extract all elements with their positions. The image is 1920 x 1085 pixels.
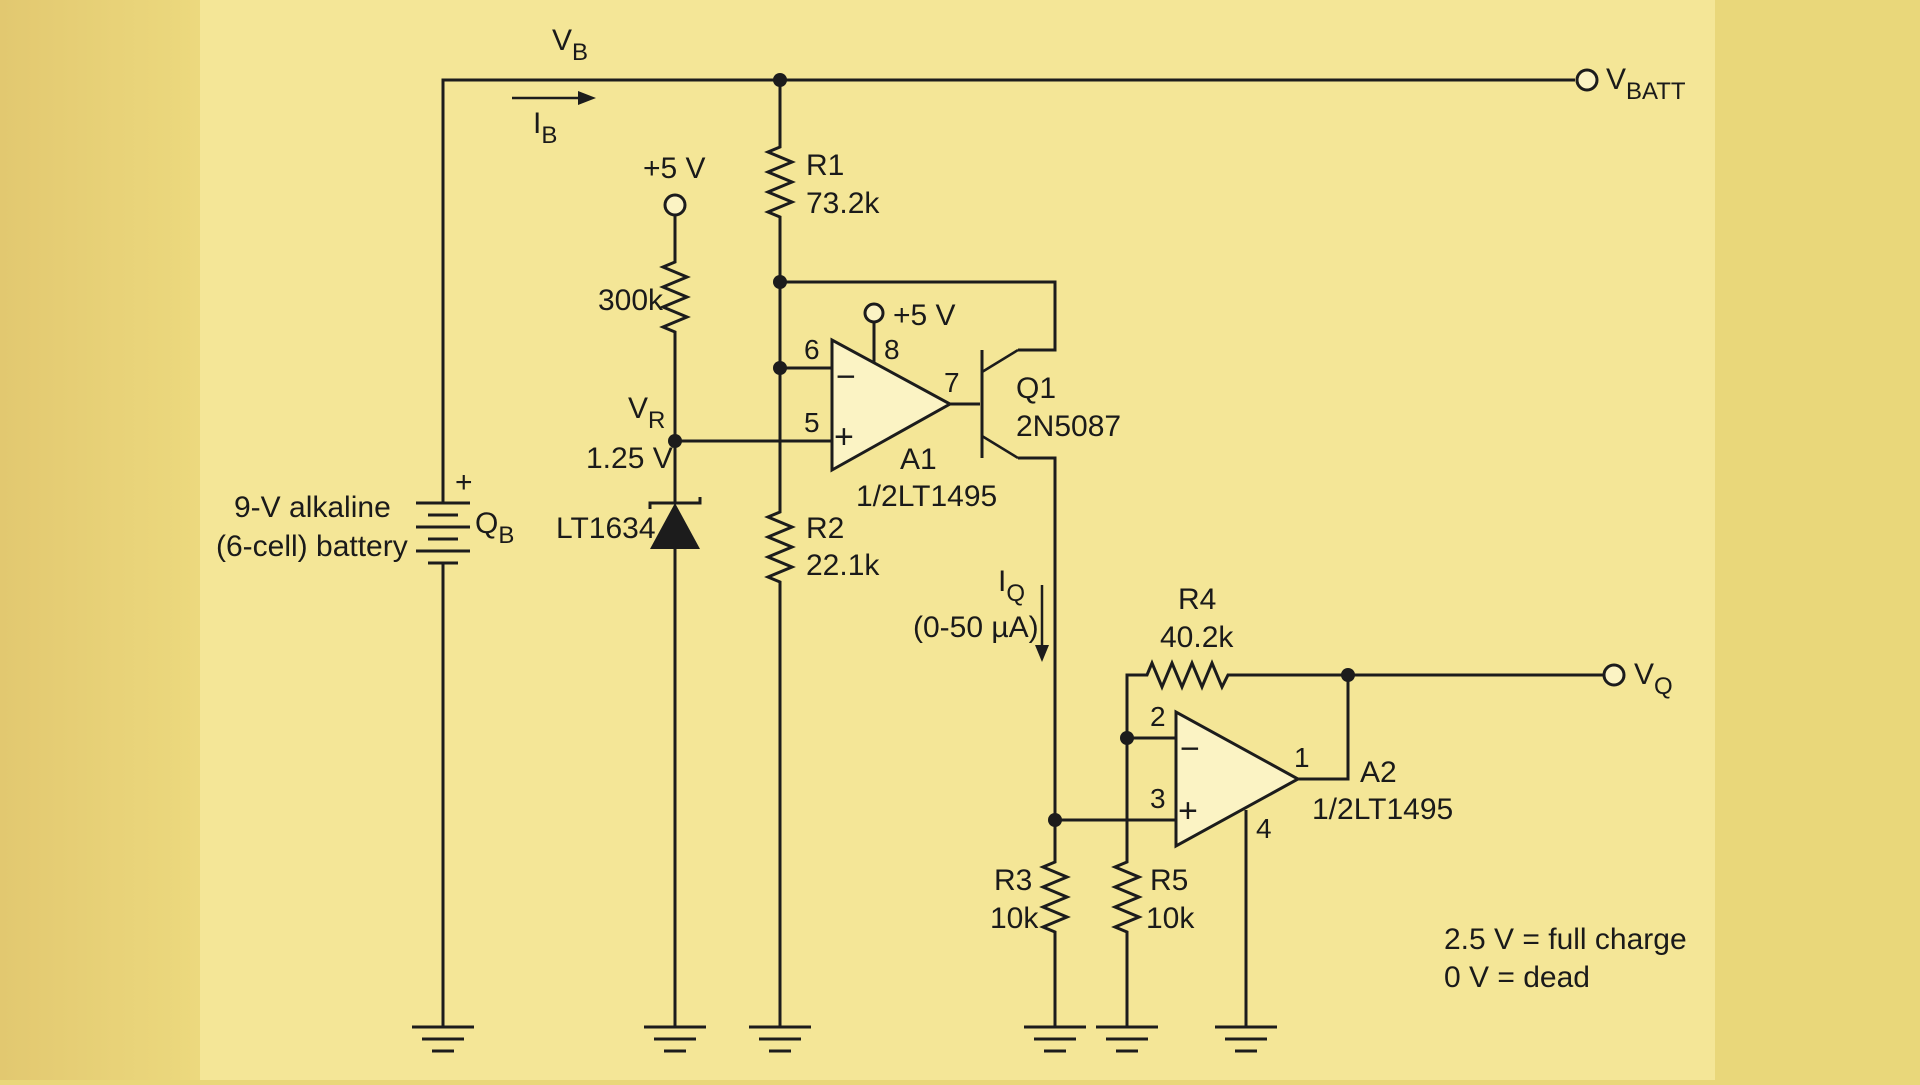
a1-plus-symbol: + [834, 418, 854, 456]
ground-r5 [1096, 1025, 1158, 1053]
left-margin [0, 0, 200, 1080]
junctions [668, 73, 1355, 827]
a2-part: 1/2LT1495 [1312, 793, 1453, 826]
note-full-charge: 2.5 V = full charge [1444, 923, 1687, 956]
a1-pin8: 8 [884, 334, 900, 365]
r300k-resistor [659, 255, 691, 335]
battery-plus-sign: + [455, 466, 473, 499]
a1-pin5: 5 [804, 407, 820, 438]
ground-r2 [749, 1025, 811, 1053]
qb-label: QB [475, 507, 514, 549]
r5-resistor [1111, 855, 1143, 940]
wires [441, 78, 1605, 1027]
vq-label: VQ [1634, 658, 1673, 700]
iq-label: IQ [998, 565, 1025, 607]
a2-name: A2 [1360, 756, 1397, 789]
a2-pin1: 1 [1294, 742, 1310, 773]
r3-name: R3 [994, 864, 1032, 897]
plus5-left-terminal [663, 193, 687, 217]
iq-arrow-head [1035, 645, 1049, 662]
r4-resistor [1140, 659, 1235, 691]
ib-label: IB [533, 107, 557, 149]
a1-pin7: 7 [944, 367, 960, 398]
r3-resistor [1039, 855, 1071, 940]
a1-plus5-label: +5 V [893, 299, 956, 332]
ground-diode [644, 1025, 706, 1053]
r300k-value: 300k [598, 284, 664, 317]
lt1634-reference-diode [648, 497, 702, 549]
r1-name: R1 [806, 149, 844, 182]
r4-left-wire [1125, 673, 1140, 855]
a1-minus-symbol: − [836, 358, 856, 396]
a2-plus-symbol: + [1178, 792, 1198, 830]
r1-value: 73.2k [806, 187, 880, 220]
note-dead: 0 V = dead [1444, 961, 1590, 994]
iq-range: (0-50 µA) [913, 611, 1039, 644]
a2-minus-symbol: − [1180, 730, 1200, 768]
r1-resistor [764, 140, 796, 220]
ground-battery [412, 1025, 474, 1053]
ground-a2 [1215, 1025, 1277, 1053]
ib-arrow-head [578, 91, 596, 105]
r2-resistor [764, 505, 796, 585]
battery-line2: (6-cell) battery [216, 530, 408, 563]
r2-value: 22.1k [806, 549, 880, 582]
vb-label: VB [552, 24, 588, 66]
vr-label: VR [628, 392, 665, 434]
r2-name: R2 [806, 512, 844, 545]
q1-name: Q1 [1016, 372, 1056, 405]
r4-name: R4 [1178, 583, 1216, 616]
battery-line1: 9-V alkaline [234, 491, 391, 524]
vr-value: 1.25 V [586, 442, 673, 475]
resistors [659, 140, 1235, 940]
a1-pin6: 6 [804, 334, 820, 365]
q1-collector-leg [981, 434, 1019, 460]
r4-value: 40.2k [1160, 621, 1234, 654]
a1-name: A1 [900, 443, 937, 476]
battery-symbol [405, 488, 481, 580]
vb-rail-wire [441, 78, 1575, 1027]
ground-r3 [1024, 1025, 1086, 1053]
vq-terminal [1602, 663, 1626, 687]
a2-pin4: 4 [1256, 813, 1272, 844]
ground-symbols [412, 1025, 1277, 1053]
a2-pin2: 2 [1150, 701, 1166, 732]
plus5-left-label: +5 V [643, 152, 706, 185]
q1-emitter-leg [981, 348, 1019, 374]
q1-collector-wire [1018, 456, 1057, 855]
vbatt-terminal [1575, 68, 1599, 92]
r5-value: 10k [1146, 902, 1195, 935]
a1-opamp [830, 337, 954, 473]
vbatt-label: VBATT [1606, 63, 1686, 105]
a2-output-wire [1298, 673, 1605, 781]
r5-name: R5 [1150, 864, 1188, 897]
a1-part: 1/2LT1495 [856, 480, 997, 513]
a2-pin3: 3 [1150, 783, 1166, 814]
r3-value: 10k [990, 902, 1039, 935]
lt1634-label: LT1634 [556, 512, 656, 545]
a2-opamp [1174, 709, 1302, 849]
q1-part: 2N5087 [1016, 410, 1121, 443]
a1-plus5-terminal [863, 302, 885, 324]
q1-emitter-wire [780, 280, 1057, 352]
